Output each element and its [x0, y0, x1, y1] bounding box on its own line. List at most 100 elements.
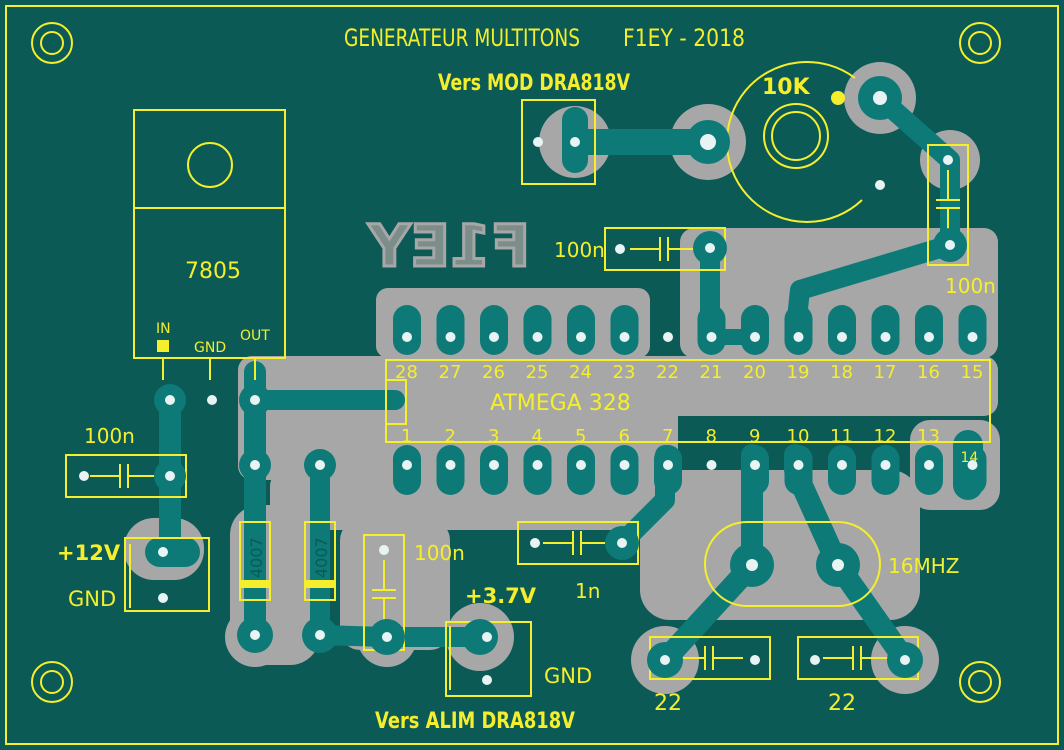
cap-100n-top-label: 100n: [554, 238, 605, 262]
cap-22-right-label: 22: [828, 691, 856, 716]
cap-100n-left-label: 100n: [84, 424, 135, 448]
crystal-outline: [704, 521, 881, 607]
mcu-pin-label-top: 24: [569, 362, 592, 383]
mcu-pin-label-top: 17: [874, 362, 897, 383]
vers-mod-label: Vers MOD DRA818V: [438, 71, 630, 96]
mcu-pin-label-bottom: 5: [575, 426, 586, 447]
mcu-pin-hole-top: [880, 332, 891, 342]
mcu-pin-hole-bottom: [576, 460, 586, 470]
mcu-pin-hole-top: [532, 332, 543, 342]
mcu-pin-label-bottom: 9: [749, 426, 760, 447]
pot-pin1-marker: [831, 91, 845, 105]
mcu-pin-label-top: 23: [613, 362, 636, 383]
mirrored-logo: F1EY: [367, 212, 530, 280]
mcu-pin-label-bottom: 10: [787, 426, 810, 447]
mcu-pin-label-bottom: 11: [830, 426, 853, 447]
mcu-pin-pad-top: [610, 305, 639, 355]
mcu-pin-label-bottom: 8: [706, 426, 717, 447]
mcu-pin-label-top: 27: [439, 362, 462, 383]
mcu-pin-hole-bottom: [837, 460, 847, 470]
mcu-pin-hole-top: [619, 332, 630, 342]
mcu-pin-label-top: 16: [917, 362, 940, 383]
pads: [79, 76, 967, 685]
reg-gnd-label: GND: [194, 340, 226, 356]
mcu-pin-hole-bottom: [445, 460, 456, 470]
diode-1-outline: [239, 521, 271, 601]
power-12v-connector: [124, 537, 210, 612]
vers-alim-label: Vers ALIM DRA818V: [375, 709, 575, 734]
mcu-pin-label-top: 18: [830, 362, 853, 383]
board-title: GENERATEUR MULTITONS: [344, 24, 580, 52]
mcu-pin-hole-bottom: [402, 460, 412, 470]
mcu-pin-hole-top: [489, 332, 499, 342]
reg-in-label: IN: [156, 321, 171, 337]
mcu-pin-pad-top: [436, 305, 465, 355]
reg-out-label: OUT: [240, 328, 270, 344]
mounting-holes: [31, 22, 1001, 703]
cap-100n-right-label: 100n: [945, 274, 996, 298]
mcu-pin-hole-bottom: [489, 460, 499, 470]
diode-2-outline: [304, 521, 336, 601]
plus12v-label: +12V: [57, 541, 121, 565]
cap-100n-right: [927, 144, 969, 266]
mcu-pin-labels: 2812722632542452362272182091910181117121…: [395, 362, 983, 466]
mcu-pin-pad-top: [871, 305, 900, 355]
mcu-notch: [385, 379, 407, 425]
mcu-pin-pad-top: [567, 305, 595, 355]
diode-2-band: [305, 580, 335, 588]
mcu-pin-hole-bottom: [880, 460, 891, 470]
mcu-pin-label-top: 28: [395, 362, 418, 383]
mcu-pin-label-bottom: 6: [619, 426, 630, 447]
mcu-pin-hole-bottom: [706, 460, 717, 470]
regulator-tab-hole: [187, 142, 233, 188]
mcu-pin-label-top: 19: [787, 362, 810, 383]
mcu-pin-hole-bottom: [619, 460, 630, 470]
plus37v-label: +3.7V: [465, 584, 537, 608]
mcu-pin-label-top: 21: [700, 362, 723, 383]
mcu-pin-label-top: 22: [656, 362, 679, 383]
mcu-pin-hole-top: [750, 332, 760, 342]
mcu-pin-hole-bottom: [663, 460, 673, 470]
mcu-pin-label-top: 20: [743, 362, 766, 383]
mcu-pin-pad-top: [523, 305, 552, 355]
gnd-left-label: GND: [68, 587, 116, 611]
mcu-pin-pad-top: [697, 305, 726, 355]
mcu-pin-hole-top: [793, 332, 804, 342]
mcu-pin-hole-top: [706, 332, 717, 342]
mcu-pin-label-bottom: 13: [917, 426, 940, 447]
mcu-pin-hole-top: [967, 332, 978, 342]
mcu-pin-pad-top: [741, 305, 769, 355]
mcu-pin-hole-top: [663, 332, 673, 342]
mcu-pin-label-bottom: 3: [488, 426, 499, 447]
mcu-pin-pad-top: [393, 305, 421, 355]
mcu-pin-label-top: 25: [526, 362, 549, 383]
cap-1n-label: 1n: [575, 579, 600, 603]
mcu-pin-hole-bottom: [532, 460, 543, 470]
mcu-label: ATMEGA 328: [490, 391, 631, 416]
board-outline: [5, 5, 1059, 745]
mcu-pin-hole-top: [445, 332, 456, 342]
mcu-pin-pad-top: [915, 305, 943, 355]
mcu-pin-hole-bottom: [967, 460, 978, 470]
mcu-pin-label-bottom: 14: [961, 450, 979, 466]
mcu-pin-label-bottom: 2: [445, 426, 456, 447]
diode-1-band: [240, 580, 270, 588]
cap-100n-bottom-label: 100n: [414, 541, 465, 565]
pot-value: 10K: [762, 75, 811, 100]
mcu-pin-hole-bottom: [750, 460, 760, 470]
silk-text: GENERATEUR MULTITONS F1EY - 2018 F1EY Ve…: [57, 24, 996, 734]
mod-connector-outline: [521, 99, 596, 185]
mcu-pin-label-bottom: 7: [662, 426, 673, 447]
mcu-pin-pads: [393, 305, 987, 495]
mcu-pin-label-top: 15: [961, 362, 984, 383]
mcu-pin-pad-top: [480, 305, 508, 355]
diode-1-label: 4007: [247, 537, 266, 578]
regulator-label: 7805: [185, 259, 241, 284]
mcu-pin-pad-top: [958, 305, 987, 355]
crystal-label: 16MHZ: [888, 554, 959, 578]
mcu-pin-pad-top: [784, 305, 813, 355]
mcu-pin-label-bottom: 12: [874, 426, 897, 447]
mcu-pin-hole-bottom: [924, 460, 934, 470]
mcu-pin-hole-top: [837, 332, 847, 342]
cap-symbols: [90, 170, 960, 670]
